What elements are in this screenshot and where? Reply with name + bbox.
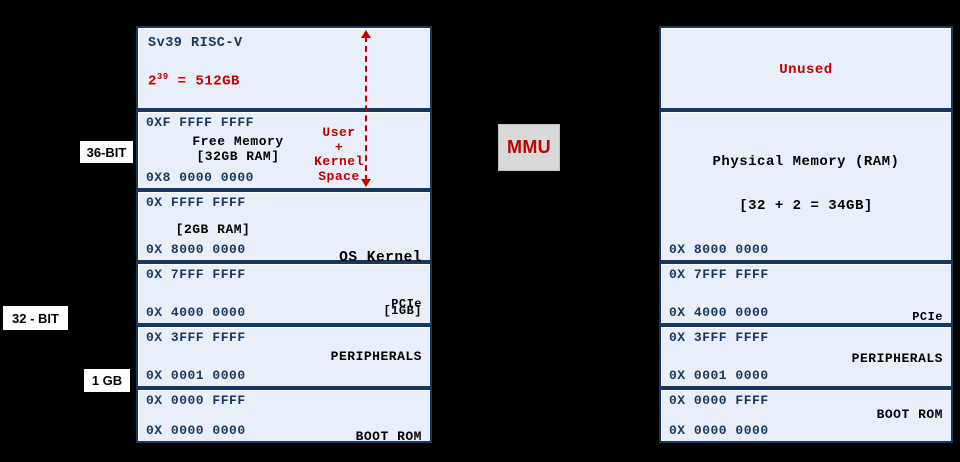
section-physical-ram: Physical Memory (RAM) [32 + 2 = 34GB] 0X…: [659, 110, 953, 262]
physical-memory-map: Unused Physical Memory (RAM) [32 + 2 = 3…: [659, 26, 953, 443]
physical-ram-size: [32 + 2 = 34GB]: [739, 198, 873, 214]
addr-high: 0XF FFFF FFFF: [146, 115, 254, 130]
kernel-ram-size: [2GB RAM]: [175, 222, 251, 237]
section-free-memory: 0XF FFFF FFFF Free Memory [32GB RAM] Use…: [136, 110, 432, 190]
section-pcie: 0X 7FFF FFFF PCIe RESERVED 0X 4000 0000: [659, 262, 953, 369]
peripherals-label: PERIPHERALS: [330, 349, 422, 364]
addr-low: 0X 0000 0000: [669, 423, 769, 438]
addr-high: 0X 3FFF FFFF: [669, 330, 769, 345]
section-peripherals: 0X 3FFF FFFF PERIPHERALS 0X 0001 0000: [136, 325, 432, 388]
user-kernel-span-arrow: [361, 30, 371, 187]
mmu-box: MMU: [498, 124, 560, 171]
virtual-memory-map: Sv39 RISC-V 239 = 512GB 0XF FFFF FFFF Fr…: [136, 26, 432, 444]
arch-title: Sv39 RISC-V: [148, 36, 243, 51]
addr-low: 0X8 0000 0000: [146, 170, 254, 185]
physical-ram-label: Physical Memory (RAM): [712, 154, 900, 170]
addr-low: 0X 0001 0000: [146, 368, 246, 383]
free-memory-label: Free Memory [32GB RAM]: [192, 134, 284, 164]
addr-low: 0X 4000 0000: [146, 305, 246, 320]
arrow-down-icon: [361, 179, 371, 187]
boot-rom-label: BOOT ROM [64KB]: [355, 429, 422, 444]
section-boot-rom: 0X 0000 FFFF BOOT ROM 0X 0000 0000: [659, 388, 953, 443]
addr-low: 0X 4000 0000: [669, 305, 769, 320]
addr-high: 0X 7FFF FFFF: [146, 267, 246, 282]
addr-high: 0X 7FFF FFFF: [669, 267, 769, 282]
addr-high: 0X FFFF FFFF: [146, 195, 246, 210]
addr-low: 0X 8000 0000: [669, 242, 769, 257]
section-sv39-header: Sv39 RISC-V 239 = 512GB: [136, 26, 432, 110]
addr-low: 0X 0000 0000: [146, 423, 246, 438]
section-os-kernel: 0X FFFF FFFF [2GB RAM] OS Kernel Binary …: [136, 190, 432, 329]
pcie-size: [1GB]: [383, 304, 422, 318]
section-boot-rom: 0X 0000 FFFF BOOT ROM [64KB] 0X 0000 000…: [136, 388, 432, 444]
label-1-gb: 1 GB: [84, 369, 130, 392]
dashed-line: [365, 36, 367, 181]
peripherals-label: PERIPHERALS: [851, 351, 943, 366]
arrow-up-icon: [361, 30, 371, 38]
addr-high: 0X 0000 FFFF: [669, 393, 769, 408]
unused-label: Unused: [779, 62, 833, 78]
addr-high: 0X 3FFF FFFF: [146, 330, 246, 345]
section-peripherals: 0X 3FFF FFFF PERIPHERALS 0X 0001 0000: [659, 325, 953, 388]
user-kernel-space-label: User + Kernel Space: [314, 125, 364, 184]
boot-rom-label: BOOT ROM: [876, 407, 943, 422]
label-32-bit: 32 - BIT: [3, 306, 68, 330]
section-unused: Unused: [659, 26, 953, 110]
address-space-size: 239 = 512GB: [148, 72, 240, 90]
label-36-bit: 36-BIT: [80, 141, 133, 163]
addr-low: 0X 8000 0000: [146, 242, 246, 257]
section-pcie: 0X 7FFF FFFF PCIe RESERVED [1GB] 0X 4000…: [136, 262, 432, 353]
addr-high: 0X 0000 FFFF: [146, 393, 246, 408]
addr-low: 0X 0001 0000: [669, 368, 769, 383]
